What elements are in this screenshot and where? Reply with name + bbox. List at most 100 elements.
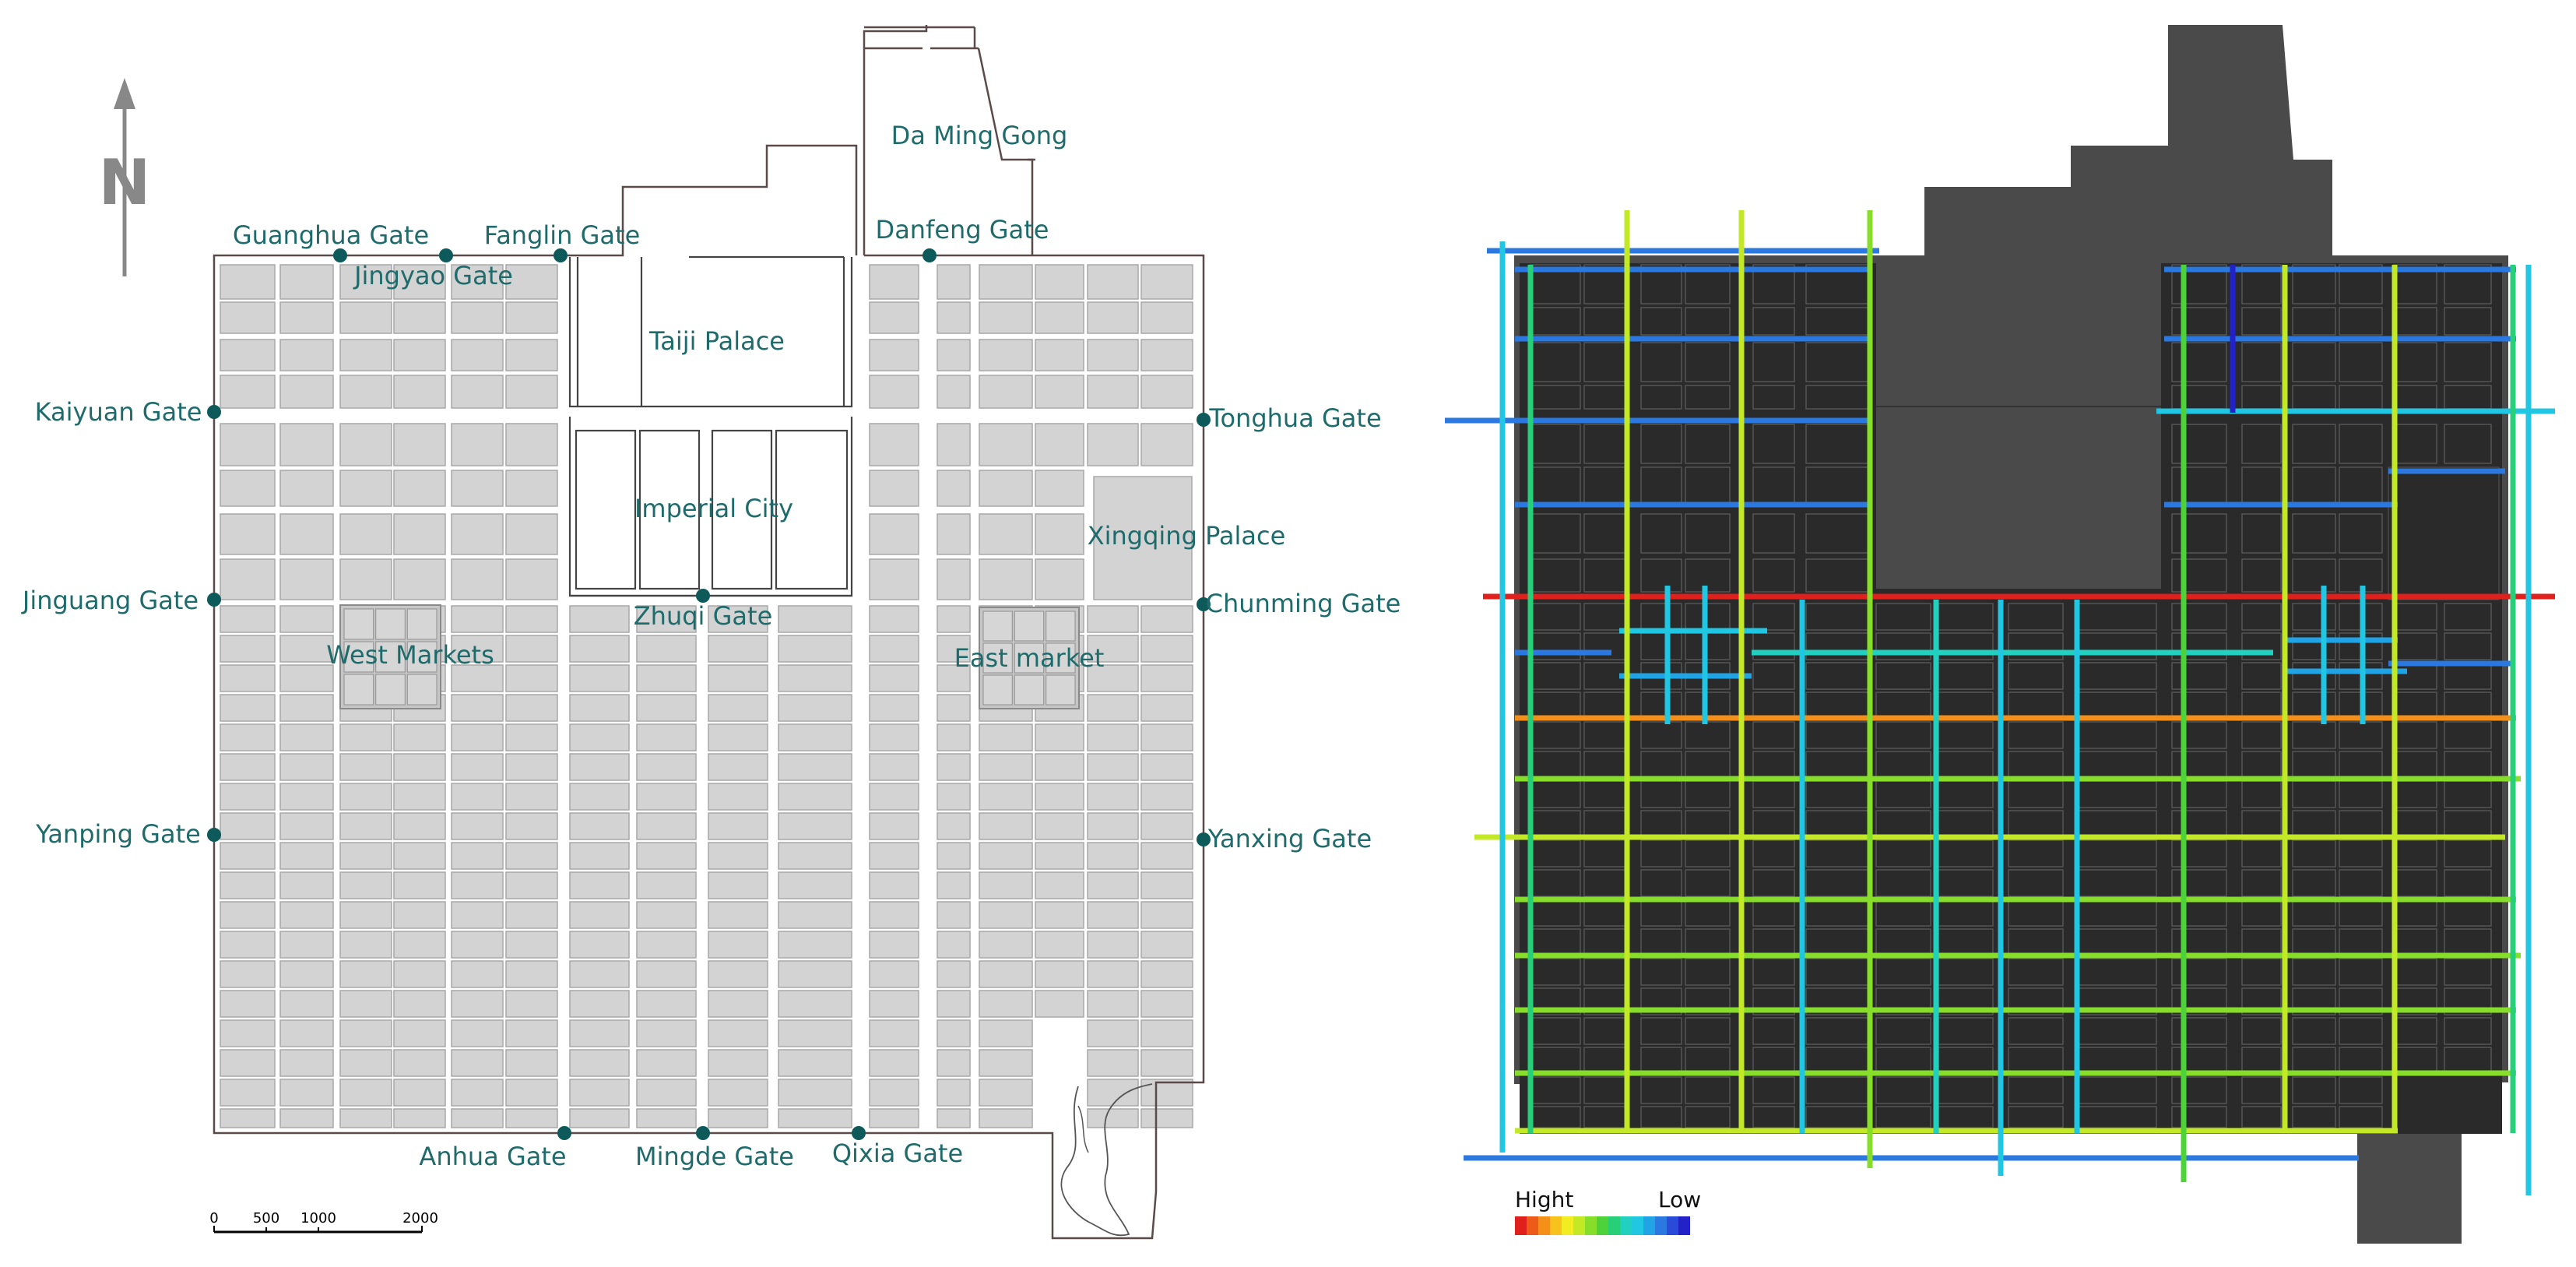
ward-block	[778, 1019, 852, 1047]
ward-block	[279, 723, 334, 751]
ward-block	[1140, 723, 1193, 751]
ward-block	[937, 301, 971, 334]
ward-block	[505, 513, 558, 555]
ward-block	[339, 558, 392, 600]
legend-swatch	[1597, 1216, 1608, 1235]
qixia-gate-label: Qixia Gate	[832, 1139, 963, 1168]
ward-block	[569, 635, 630, 663]
ward-block	[1938, 662, 1994, 690]
ward-block	[393, 812, 446, 840]
ward-block	[2241, 1076, 2282, 1104]
ward-block	[2008, 780, 2064, 808]
ward-block	[393, 339, 446, 371]
ward-block	[778, 753, 852, 781]
ward-block	[451, 664, 504, 692]
ward-block	[451, 812, 504, 840]
ward-block	[2078, 751, 2157, 779]
ward-block	[2292, 958, 2336, 986]
ward-block	[1140, 842, 1193, 870]
ward-block	[2444, 721, 2492, 749]
ward-block	[279, 470, 334, 507]
guanghua-gate-marker	[333, 248, 347, 262]
ward-block	[636, 605, 697, 633]
ward-block	[708, 960, 768, 988]
ward-block	[2292, 342, 2336, 382]
ward-block	[569, 931, 630, 959]
ward-block	[1685, 1106, 1731, 1128]
ward-block	[451, 1079, 504, 1107]
ward-block	[1640, 839, 1682, 868]
ward-block	[279, 1019, 334, 1047]
ward-block	[451, 1108, 504, 1128]
ward-block	[2393, 780, 2437, 808]
ward-block	[2171, 603, 2227, 631]
ward-block	[979, 901, 1033, 929]
legend-swatch	[1655, 1216, 1667, 1235]
ward-block	[2078, 869, 2157, 897]
ward-block	[1685, 1076, 1731, 1104]
ward-block	[339, 901, 392, 929]
ward-block	[2171, 307, 2227, 336]
ward-block	[1938, 692, 1994, 720]
ward-block	[569, 812, 630, 840]
ward-block	[1140, 783, 1193, 811]
legend-swatch	[1550, 1216, 1562, 1235]
ward-block	[2171, 424, 2227, 464]
ward-block	[1805, 603, 1869, 631]
ward-block	[2078, 1017, 2157, 1045]
ward-block	[1640, 307, 1682, 336]
ward-block	[2292, 466, 2336, 507]
ward-block	[1805, 899, 1869, 927]
ward-block	[869, 1108, 919, 1128]
ward-block	[1583, 810, 1628, 838]
ward-block	[1752, 385, 1795, 410]
ward-block	[708, 694, 768, 722]
ward-block	[451, 635, 504, 663]
ward-block	[451, 339, 504, 371]
ward-block	[2241, 780, 2282, 808]
legend-swatch	[1573, 1216, 1585, 1235]
ward-block	[2292, 307, 2336, 336]
ward-block	[279, 842, 334, 870]
ward-block	[569, 783, 630, 811]
ward-block	[1035, 723, 1084, 751]
ward-block	[451, 375, 504, 409]
ward-block	[1875, 839, 1931, 868]
ward-block	[778, 783, 852, 811]
ward-block	[505, 264, 558, 300]
mingde-gate-label: Mingde Gate	[635, 1142, 794, 1171]
ward-block	[1640, 1047, 1682, 1075]
ward-block	[2292, 1047, 2336, 1075]
ward-block	[2008, 928, 2064, 956]
ward-block	[2171, 869, 2227, 897]
ward-block	[869, 783, 919, 811]
ward-block	[2008, 899, 2064, 927]
ward-block	[2241, 513, 2282, 554]
ward-block	[2444, 899, 2492, 927]
ward-block	[1875, 1076, 1931, 1104]
ward-block	[1529, 632, 1581, 660]
ward-block	[1140, 635, 1193, 663]
ward-block	[505, 470, 558, 507]
ward-block	[220, 635, 276, 663]
ward-block	[937, 1019, 971, 1047]
ward-block	[1752, 342, 1795, 382]
ward-block	[708, 664, 768, 692]
ward-block	[2171, 839, 2227, 868]
ward-block	[1938, 1047, 1994, 1075]
ward-block	[1583, 424, 1628, 464]
ward-block	[2292, 424, 2336, 464]
ward-block	[2241, 810, 2282, 838]
ward-block	[451, 605, 504, 633]
ward-block	[1529, 692, 1581, 720]
ward-block	[220, 783, 276, 811]
ward-block	[393, 783, 446, 811]
ward-block	[869, 301, 919, 334]
ward-block	[1529, 342, 1581, 382]
ward-block	[937, 375, 971, 409]
fanglin-gate-marker	[554, 248, 568, 262]
ward-block	[220, 339, 276, 371]
ward-block	[2171, 721, 2227, 749]
ward-block	[1035, 990, 1084, 1018]
dark-wards	[1529, 264, 2492, 1128]
